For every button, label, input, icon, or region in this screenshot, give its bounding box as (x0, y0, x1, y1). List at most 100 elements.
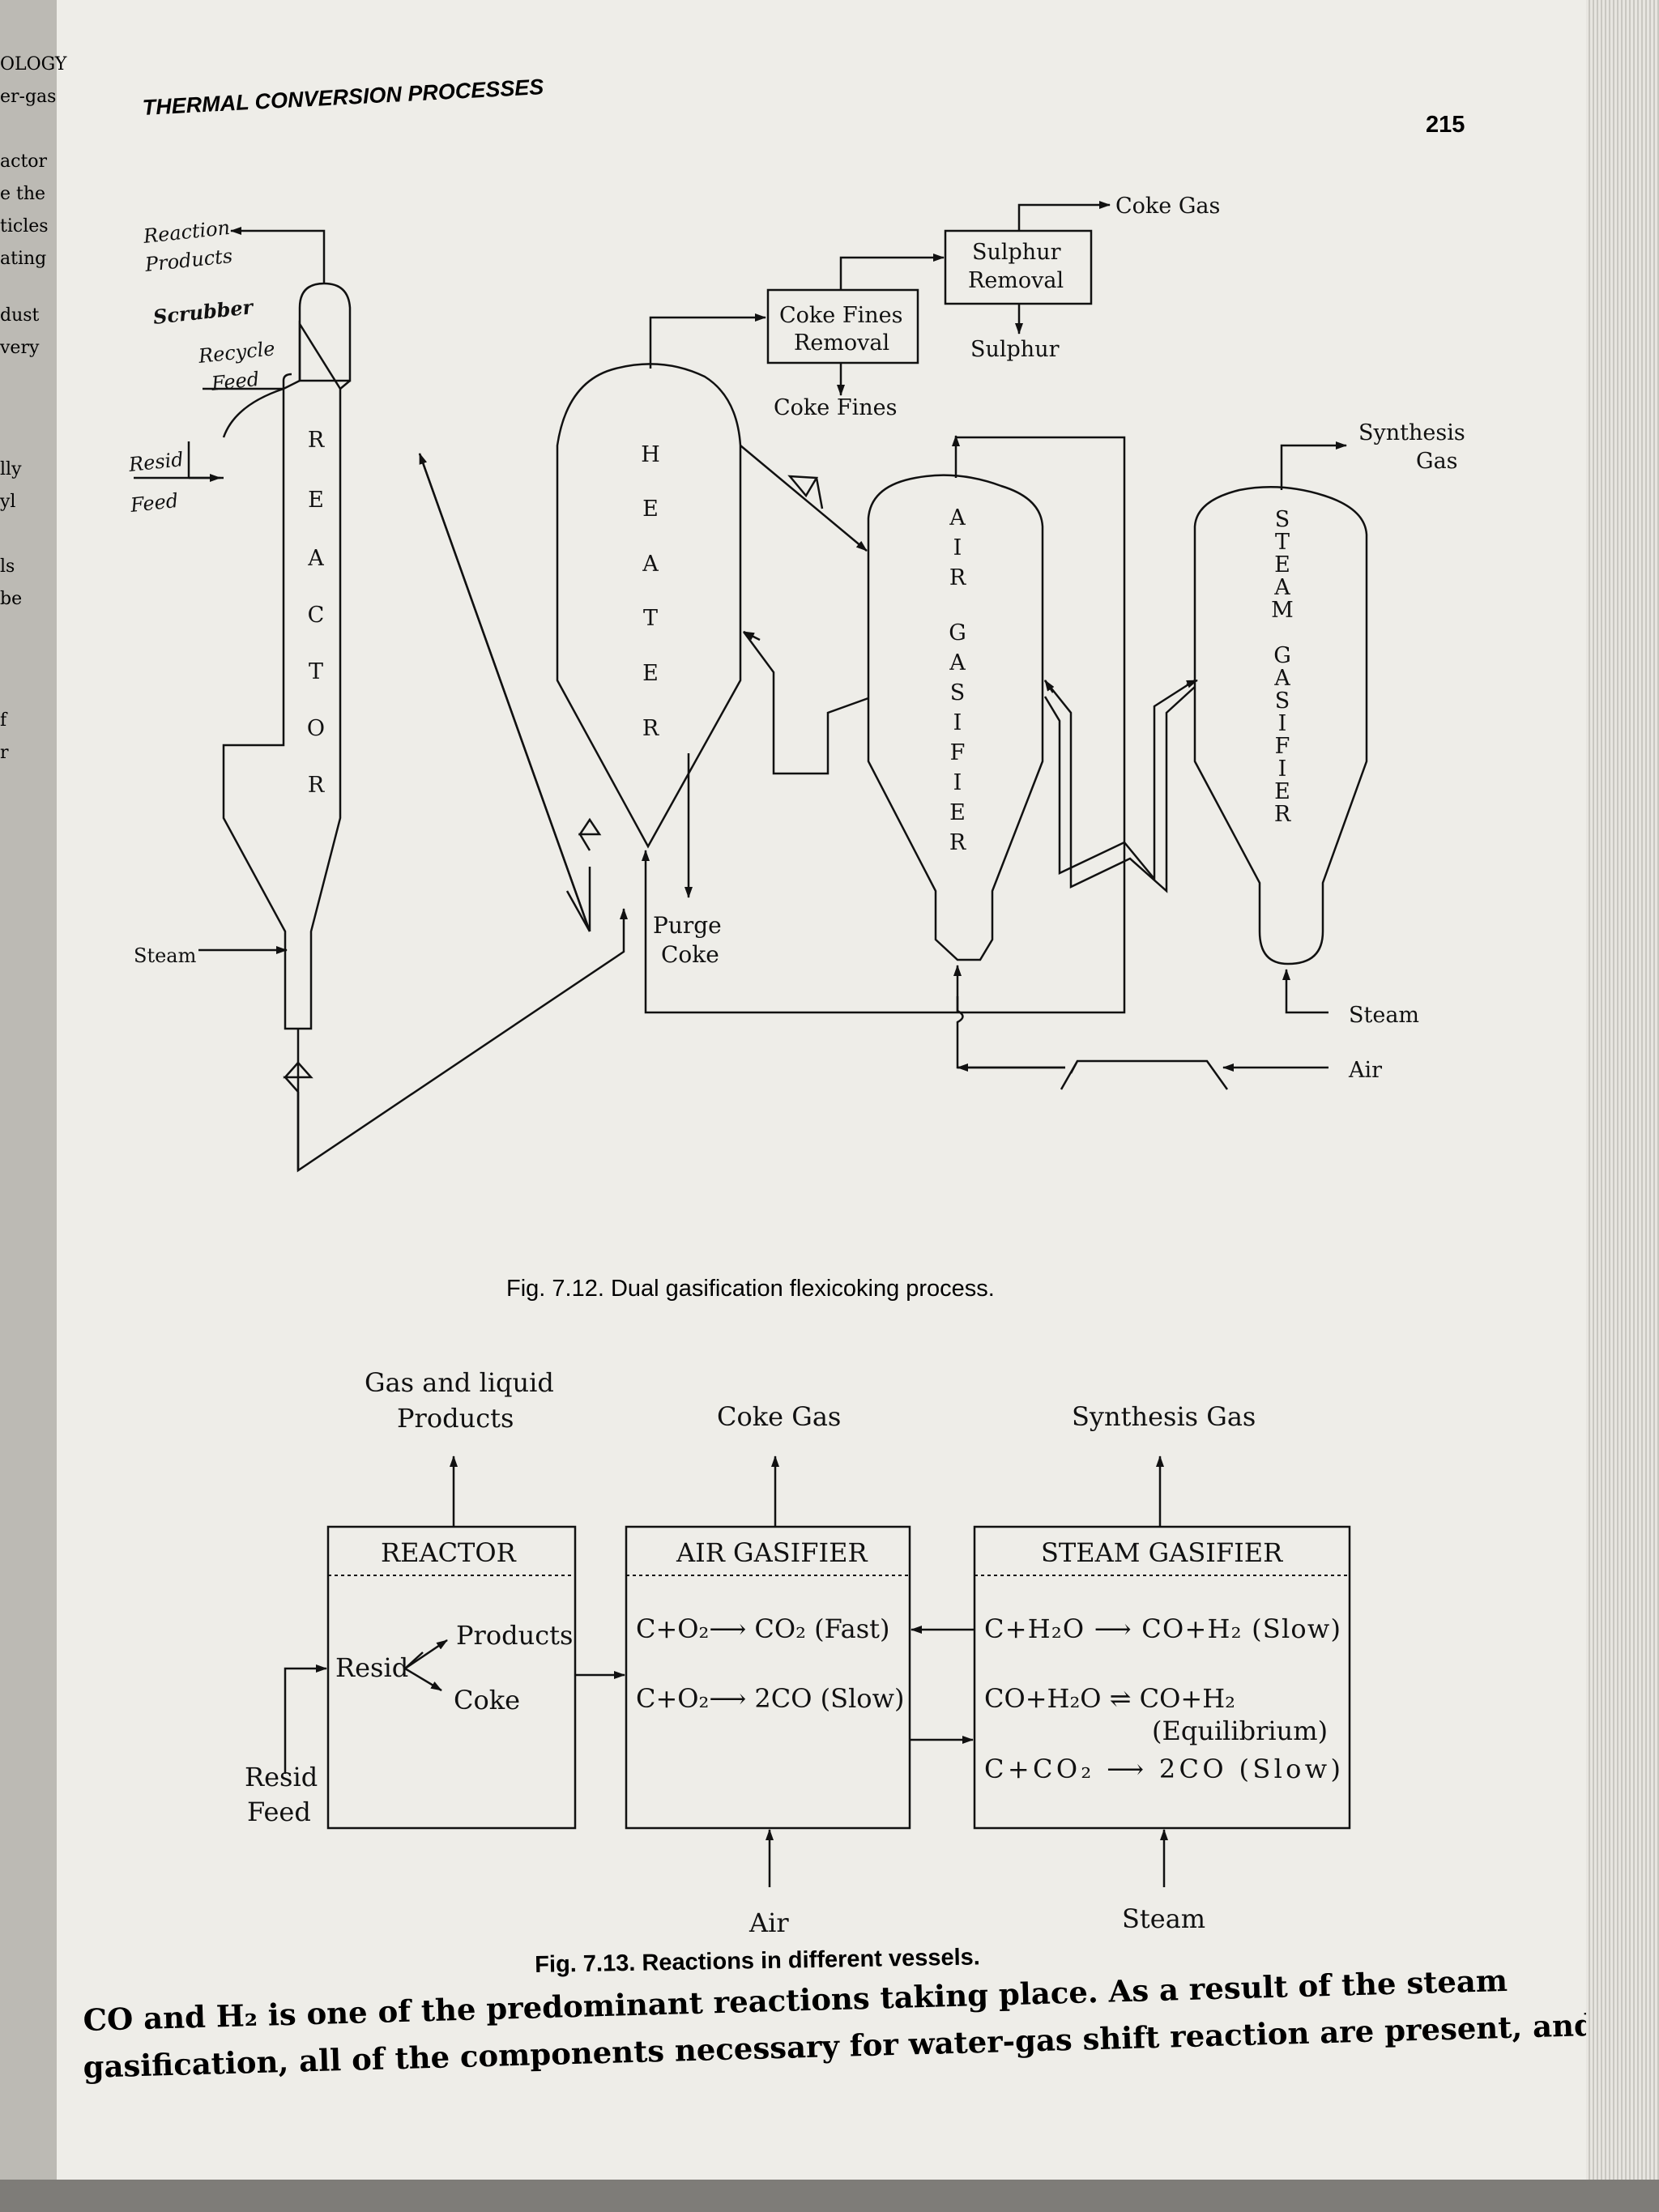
coke-label: Coke (454, 1685, 520, 1715)
air-gasifier-letters: A I R G A S I F I E R (949, 505, 966, 855)
steam-gasifier-title: STEAM GASIFIER (1041, 1537, 1283, 1568)
steam-reaction-2-equilibrium: (Equilibrium) (1152, 1715, 1328, 1746)
svg-text:E: E (642, 661, 659, 686)
svg-text:I: I (953, 535, 962, 560)
resid-feed-label: Resid (127, 448, 185, 476)
bottom-shadow (0, 2180, 1659, 2212)
air-reaction-2: C+O₂⟶ 2CO (Slow) (636, 1683, 904, 1714)
scrubber-label: Scrubber (152, 295, 256, 329)
air-reaction-1: C+O₂⟶ CO₂ (Fast) (636, 1613, 889, 1644)
reactor-letters: R E A C T O R (307, 428, 325, 798)
reactor-box (326, 1525, 577, 1830)
book-page: THERMAL CONVERSION PROCESSES 215 OLOGY e… (0, 0, 1596, 2212)
resid-feed-label: Feed (129, 489, 180, 517)
svg-text:C: C (308, 603, 325, 628)
synthesis-gas-label: Synthesis (1358, 420, 1465, 445)
fig713-labels: Gas and liquid Products Coke Gas Synthes… (245, 1367, 1341, 1938)
svg-text:E: E (1274, 552, 1290, 578)
svg-text:R: R (949, 565, 966, 590)
resid-label: Resid (335, 1652, 408, 1683)
page-number: 215 (1426, 112, 1465, 138)
coke-fines-label: Coke Fines (774, 395, 897, 420)
margin-text: f (0, 710, 7, 731)
svg-text:R: R (642, 716, 659, 741)
svg-text:S: S (950, 680, 966, 705)
margin-text: be (0, 589, 23, 609)
svg-text:H: H (641, 442, 660, 467)
svg-text:R: R (1274, 802, 1291, 827)
steam-gasifier-vessel (1193, 486, 1368, 965)
svg-text:I: I (953, 710, 962, 735)
margin-text: dust (0, 305, 40, 326)
air-label: Air (1348, 1058, 1382, 1083)
svg-text:A: A (1273, 575, 1290, 600)
coke-fines-removal-label: Coke Fines (779, 303, 902, 328)
sulphur-removal-label: Removal (968, 268, 1064, 293)
steam-input-label: Steam (1122, 1903, 1205, 1934)
steam-reaction-3: C+CO₂ ⟶ 2CO (Slow) (984, 1754, 1341, 1784)
svg-text:G: G (1273, 643, 1291, 668)
gas-liquid-products-label: Gas and liquid (365, 1367, 554, 1398)
margin-text: er-gas (0, 87, 57, 107)
svg-text:T: T (643, 606, 658, 631)
sulphur-removal-label: Sulphur (972, 240, 1061, 265)
recycle-feed-label: Feed (210, 368, 261, 395)
reactor-outline (282, 373, 292, 389)
svg-text:T: T (1275, 530, 1290, 555)
svg-text:E: E (642, 497, 659, 522)
air-gasifier-title: AIR GASIFIER (676, 1537, 868, 1568)
svg-text:E: E (1274, 779, 1290, 804)
air-input-label: Air (748, 1907, 789, 1938)
fig712-labels: Reaction Products Scrubber Recycle Feed … (127, 194, 1465, 1083)
svg-text:F: F (1275, 734, 1290, 759)
resid-feed-label: Resid (245, 1762, 318, 1792)
svg-text:R: R (308, 428, 325, 453)
gas-liquid-products-label: Products (397, 1403, 514, 1434)
margin-text: lly (0, 459, 22, 479)
coke-gas-label: Coke Gas (1115, 194, 1220, 219)
svg-text:E: E (308, 488, 324, 513)
svg-text:I: I (1278, 757, 1287, 782)
margin-text: very (0, 338, 40, 358)
coke-fines-removal-box (766, 288, 919, 364)
fig-7-12-caption: Fig. 7.12. Dual gasification flexicoking… (506, 1276, 995, 1302)
sulphur-label: Sulphur (970, 337, 1060, 362)
book-gutter (0, 0, 65, 2212)
svg-text:O: O (307, 716, 325, 741)
steam-reaction-1: C+H₂O ⟶ CO+H₂ (Slow) (984, 1613, 1341, 1644)
svg-text:A: A (642, 552, 659, 577)
reaction-products-label: Products (143, 245, 234, 276)
svg-text:R: R (308, 773, 325, 798)
steam-reaction-2: CO+H₂O ⇌ CO+H₂ (984, 1683, 1235, 1714)
margin-text: actor (0, 151, 48, 172)
steam-gasifier-box (973, 1525, 1351, 1830)
air-gasifier-box (625, 1525, 911, 1830)
svg-text:A: A (949, 505, 966, 531)
air-gasifier-vessel (867, 474, 1044, 961)
synthesis-gas-output-label: Synthesis Gas (1072, 1401, 1256, 1432)
fig-7-12-diagram: Reaction Products Scrubber Recycle Feed … (127, 194, 1465, 1173)
heater-letters: H E A T E R (641, 442, 660, 741)
svg-text:G: G (949, 620, 966, 646)
reaction-products-label: Reaction (142, 216, 232, 248)
svg-text:A: A (307, 546, 324, 571)
svg-text:T: T (309, 659, 323, 684)
products-label: Products (456, 1620, 573, 1651)
fig-7-13-diagram: Gas and liquid Products Coke Gas Synthes… (245, 1367, 1351, 1938)
vessel-letters: R E A C T O R H E A T E R A I R G A S I … (307, 428, 1294, 855)
margin-text: e the (0, 184, 46, 204)
svg-text:I: I (1278, 711, 1287, 736)
svg-text:A: A (1273, 666, 1290, 691)
svg-text:E: E (949, 800, 966, 825)
margin-text: yl (0, 492, 16, 512)
margin-text: ticles (0, 216, 49, 237)
recycle-feed-label: Recycle (197, 337, 276, 368)
steam-left-label: Steam (134, 944, 197, 967)
coke-gas-output-label: Coke Gas (717, 1401, 841, 1432)
resid-feed-label: Feed (247, 1796, 311, 1827)
svg-text:A: A (949, 650, 966, 676)
margin-text: ating (0, 249, 47, 269)
coke-fines-removal-label: Removal (794, 330, 889, 356)
margin-text: r (0, 743, 9, 763)
air-blower (1060, 1059, 1229, 1090)
